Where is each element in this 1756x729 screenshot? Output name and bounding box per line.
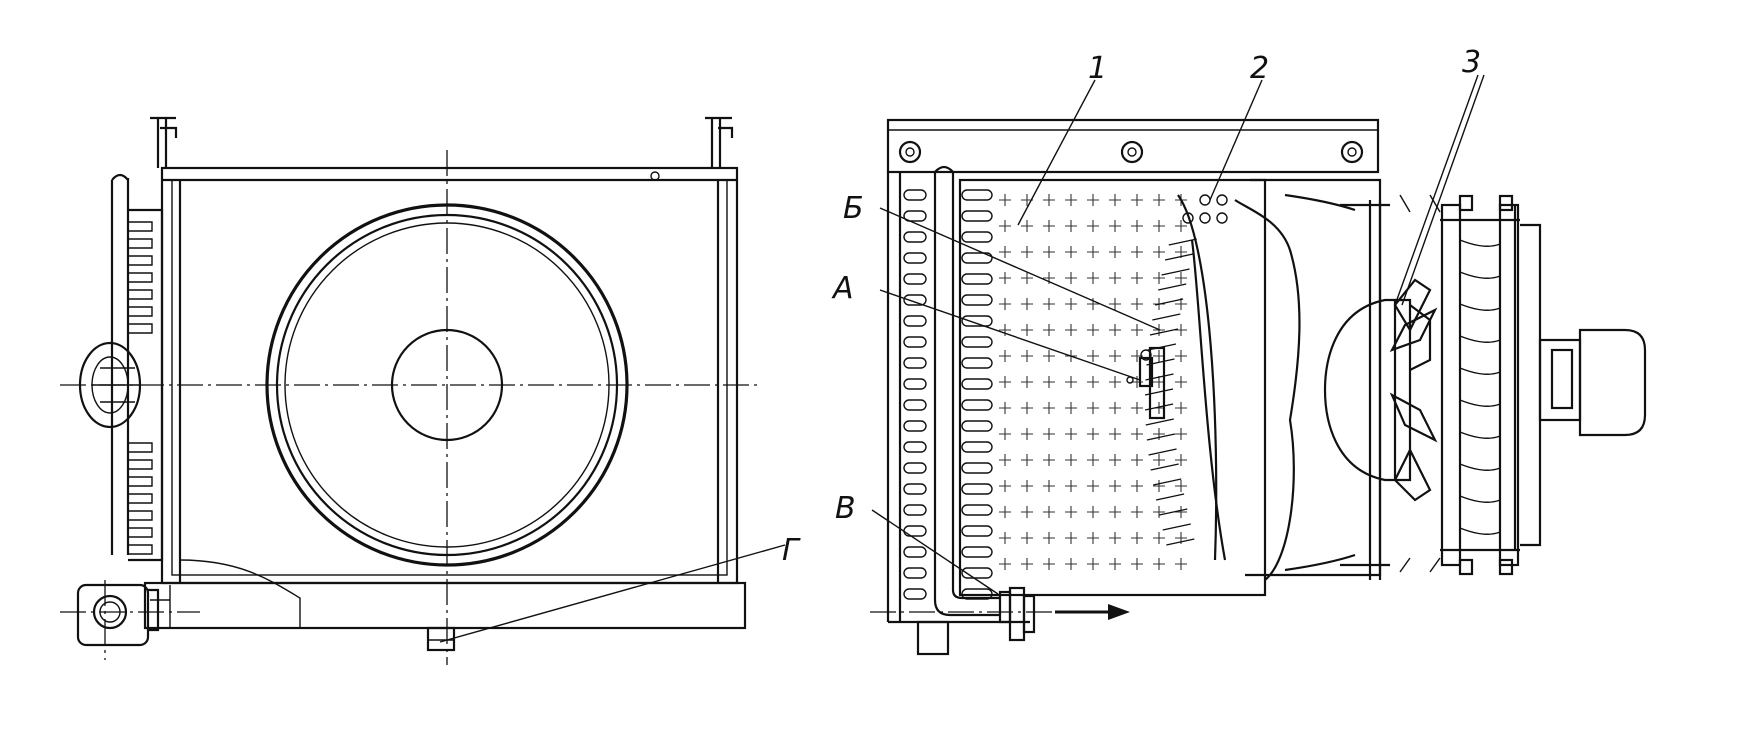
label-v: В	[835, 491, 856, 526]
top-bracket-right	[705, 116, 734, 168]
side-view: 1 2 3 Б А В	[831, 45, 1647, 656]
front-view: Г	[60, 116, 801, 665]
top-bracket-left	[150, 116, 178, 168]
electric-motor	[1538, 328, 1647, 437]
fan-shroud	[1234, 178, 1382, 581]
beam-bolts	[898, 140, 1364, 164]
callout-a: А	[831, 271, 1141, 381]
label-b: Б	[843, 191, 864, 226]
label-1: 1	[1088, 51, 1107, 86]
label-g: Г	[782, 533, 801, 568]
label-2: 2	[1250, 51, 1269, 86]
fan-housing	[1399, 194, 1542, 576]
callout-2: 2	[1209, 51, 1269, 201]
drain-plug	[426, 626, 456, 652]
callout-1: 1	[1017, 51, 1107, 226]
callout-v: В	[835, 491, 999, 595]
core-grid	[999, 194, 1187, 570]
left-tank	[78, 173, 164, 562]
radiator-frame	[160, 166, 739, 585]
mounting-holes	[1182, 194, 1228, 224]
callout-b: Б	[843, 191, 1161, 331]
callout-3: 3	[1394, 45, 1485, 306]
slot-columns	[903, 189, 993, 600]
fan-blades-section	[1126, 194, 1227, 561]
label-a: А	[831, 271, 854, 306]
radiator-core	[958, 178, 1267, 597]
bottom-fitting	[76, 583, 160, 647]
arrow-right-icon	[1055, 604, 1130, 620]
label-3: 3	[1462, 45, 1481, 80]
top-beam	[886, 118, 1380, 174]
bottom-tank	[143, 581, 747, 630]
